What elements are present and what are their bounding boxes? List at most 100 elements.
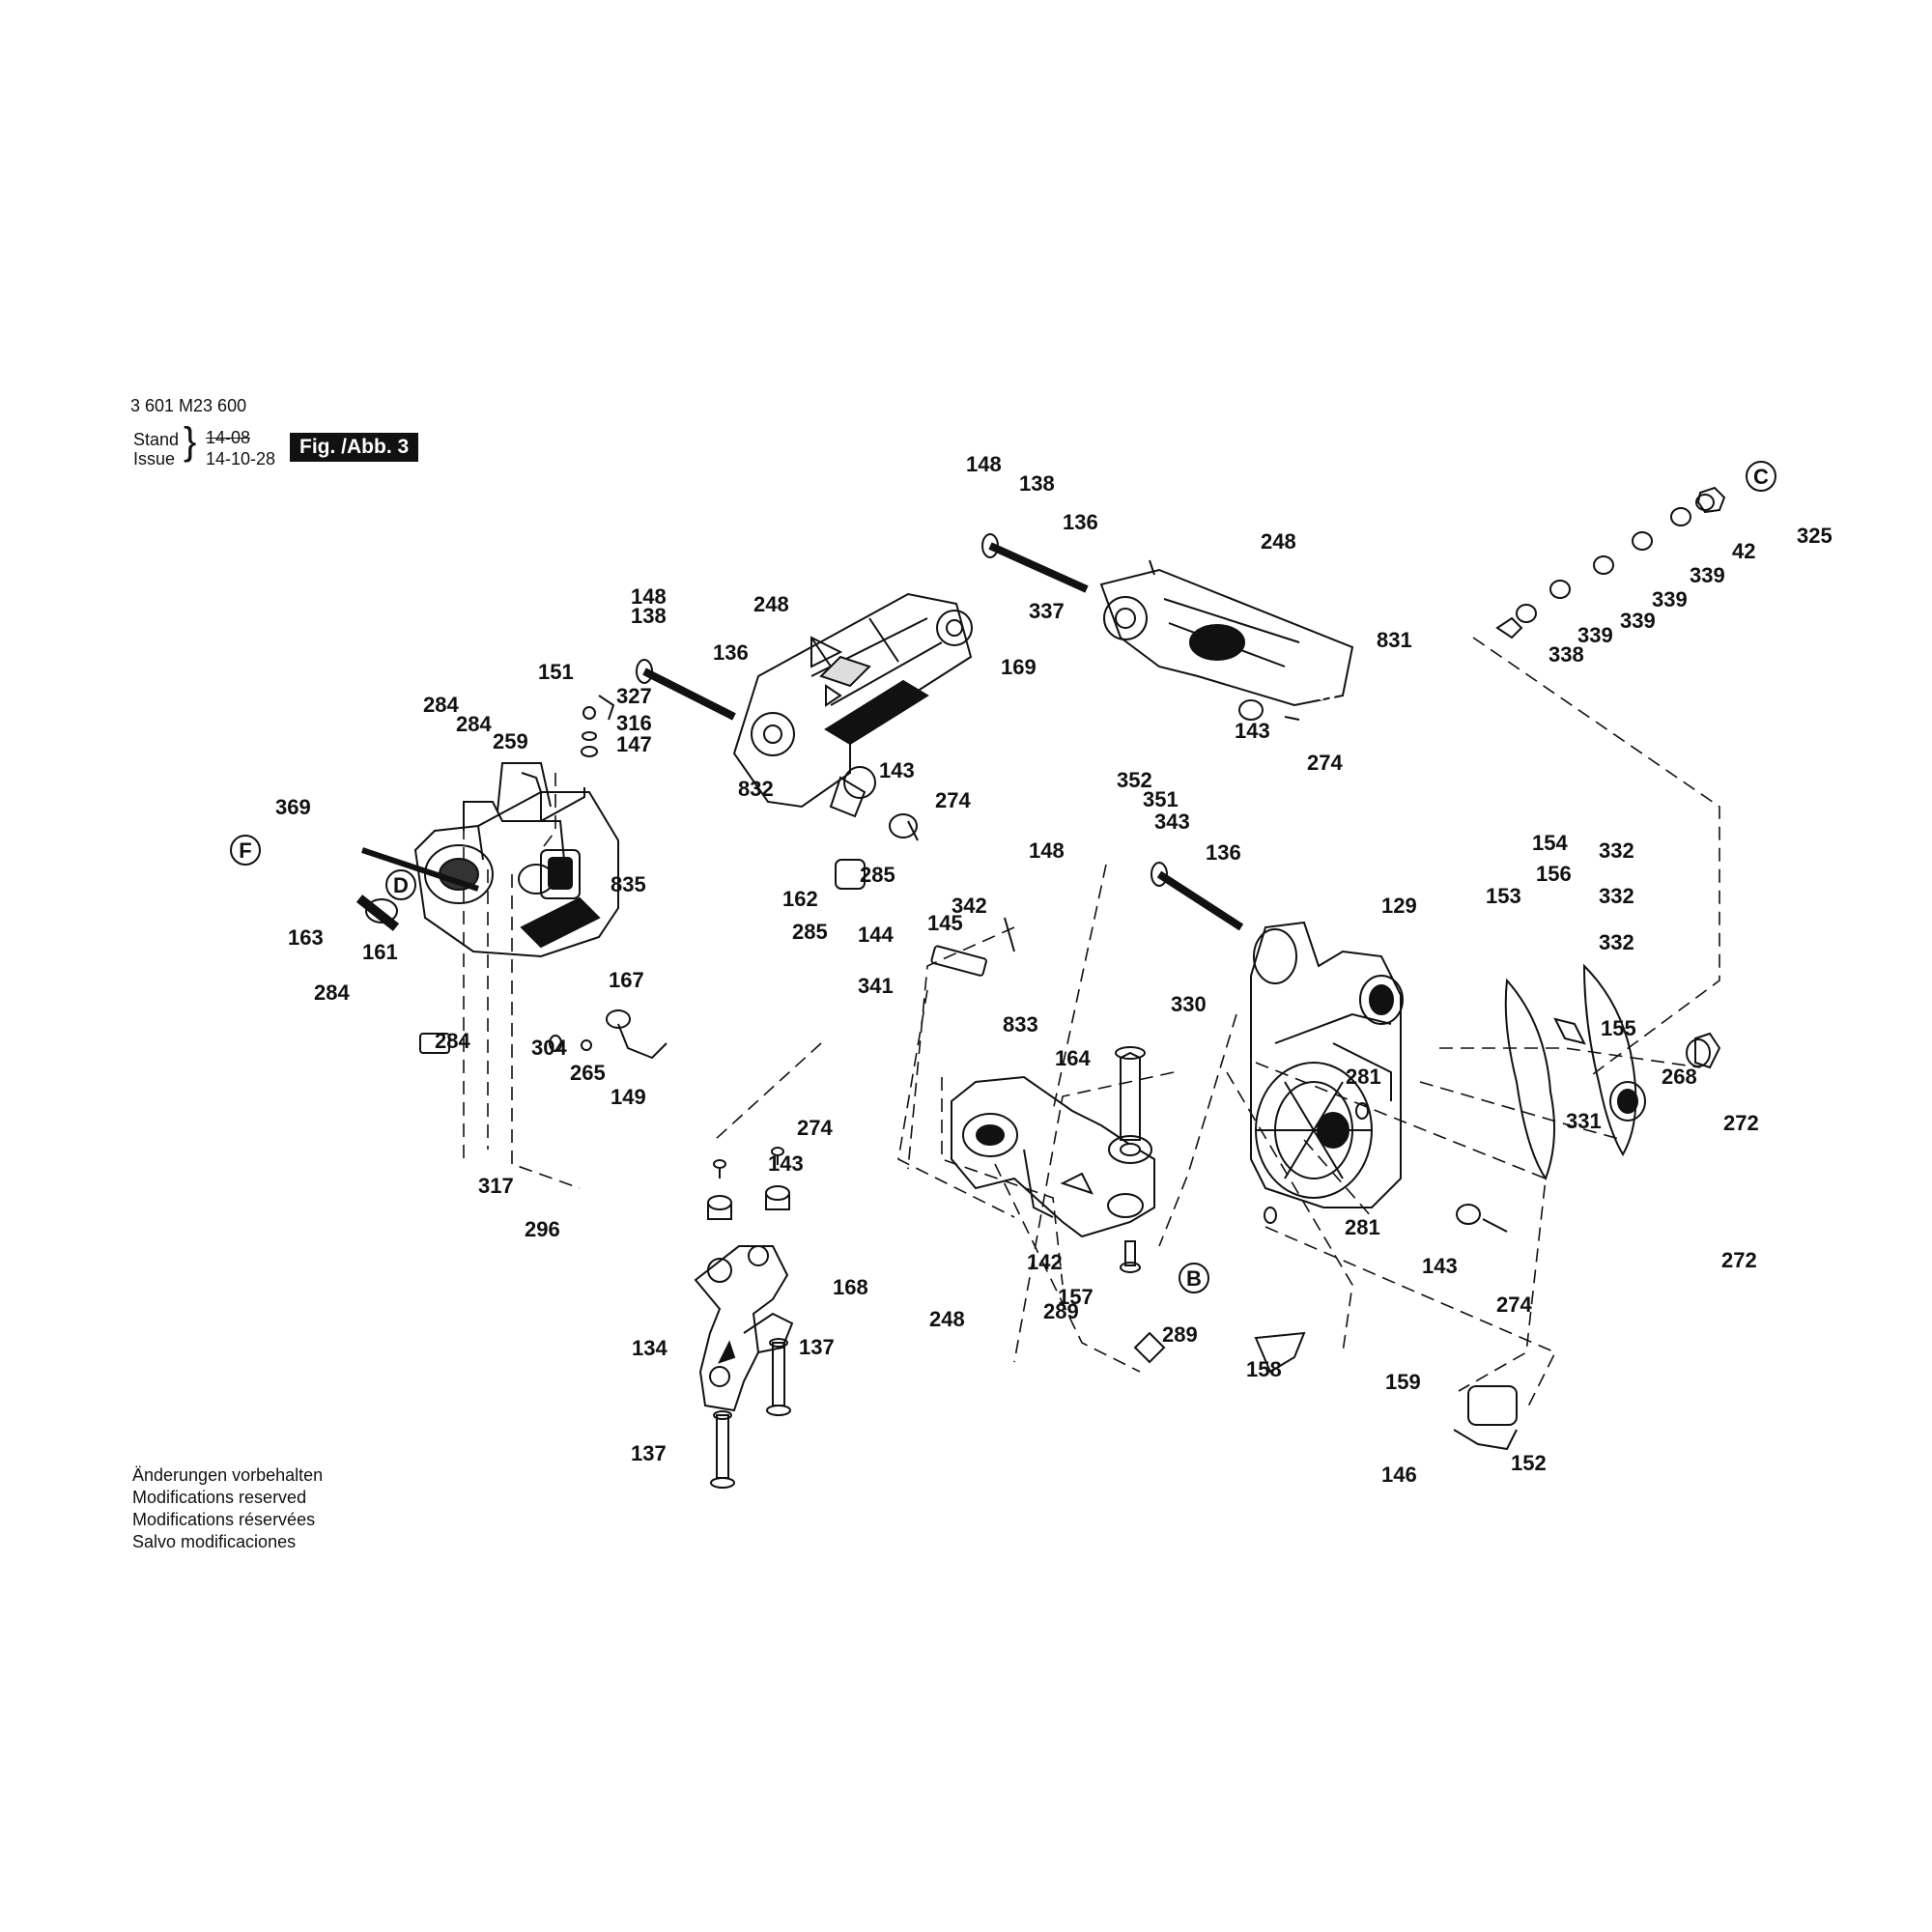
part-number-callout: 330: [1171, 992, 1207, 1016]
part-number-callout: 143: [1422, 1254, 1458, 1278]
part-number-callout: 833: [1003, 1012, 1038, 1037]
part-number-callout: 272: [1721, 1248, 1757, 1272]
part-number-callout: 331: [1566, 1109, 1602, 1133]
part-number-callout: 152: [1511, 1451, 1547, 1475]
part-number-callout: 137: [631, 1441, 667, 1465]
issue-label: Issue: [133, 449, 176, 469]
reference-circle-b: [1179, 1263, 1209, 1293]
brace: }: [184, 420, 197, 463]
part-number-callout: 265: [570, 1061, 606, 1085]
part-number-callout: 369: [275, 795, 311, 819]
part-number-callout: 168: [833, 1275, 868, 1299]
issue-value: 14-10-28: [206, 449, 276, 469]
part-number-callout: 289: [1162, 1322, 1198, 1347]
part-number-callout: 339: [1620, 609, 1656, 633]
part-number-callout: 144: [858, 923, 894, 947]
part-number-callout: 281: [1346, 1065, 1381, 1089]
part-number-callout: 272: [1723, 1111, 1759, 1135]
part-number-callout: 831: [1377, 628, 1412, 652]
part-number-callout: 351: [1143, 787, 1179, 811]
disclaimer: Änderungen vorbehalten Modifications res…: [132, 1464, 323, 1553]
part-number-callout: 153: [1486, 884, 1521, 908]
part-number-callout: 339: [1690, 563, 1725, 587]
part-number-callout: 316: [616, 711, 652, 735]
part-number-callout: 268: [1662, 1065, 1697, 1089]
part-number-callout: 159: [1385, 1370, 1421, 1394]
part-number-callout: 154: [1532, 831, 1568, 855]
reference-label-b: B: [1186, 1266, 1202, 1291]
part-number-callout: 136: [713, 640, 749, 665]
disclaimer-line: Modifications reserved: [132, 1488, 307, 1507]
reference-label-d: D: [393, 873, 409, 897]
part-number-callout: 343: [1154, 810, 1190, 834]
part-number-callout: 145: [927, 911, 963, 935]
part-number-callout: 169: [1001, 655, 1037, 679]
reference-circle-f: [230, 835, 261, 866]
reference-label-f: F: [239, 838, 251, 863]
reference-circle-d: [385, 869, 416, 900]
part-number-callout: 317: [478, 1174, 514, 1198]
part-number-callout: 332: [1599, 838, 1634, 863]
part-number-callout: 156: [1536, 862, 1572, 886]
part-number-callout: 142: [1027, 1250, 1063, 1274]
part-number-callout: 284: [435, 1029, 470, 1053]
part-number-callout: 339: [1577, 623, 1613, 647]
reference-label-c: C: [1753, 465, 1769, 489]
part-number-callout: 341: [858, 974, 894, 998]
bosch-logo-text: BOSCH: [1254, 659, 1340, 710]
part-number-callout: 274: [935, 788, 971, 812]
part-number-callout: 148: [966, 452, 1002, 476]
part-number-callout: 259: [493, 729, 528, 753]
part-number-callout: 138: [631, 604, 667, 628]
part-number-callout: 304: [531, 1036, 567, 1060]
part-number-callout: 157: [1058, 1285, 1094, 1309]
part-number-callout: 332: [1599, 884, 1634, 908]
stand-value: 14-08: [206, 428, 251, 447]
part-number-callout: 167: [609, 968, 644, 992]
part-number-callout: 155: [1601, 1016, 1636, 1040]
part-number-callout: 138: [1019, 471, 1055, 496]
part-number-callout: 281: [1345, 1215, 1380, 1239]
figure-label: Fig. /Abb. 3: [290, 433, 419, 462]
part-number-callout: 274: [1307, 751, 1343, 775]
part-number-callout: 289: [1043, 1299, 1079, 1323]
part-number-callout: 164: [1055, 1046, 1091, 1070]
part-number-callout: 342: [952, 894, 987, 918]
part-number-callout: 143: [879, 758, 915, 782]
part-number-callout: 274: [1496, 1293, 1532, 1317]
document-number: 3 601 M23 600: [130, 396, 247, 415]
part-number-callout: 163: [288, 925, 324, 950]
part-number-callout: 161: [362, 940, 398, 964]
part-number-callout: 284: [423, 693, 459, 717]
part-number-callout: 832: [738, 777, 774, 801]
callout-labels: 148138136248C325423393393393393388313371…: [230, 452, 1833, 1487]
part-number-callout: 327: [616, 684, 652, 708]
part-number-callout: 338: [1548, 642, 1584, 667]
part-number-callout: 332: [1599, 930, 1634, 954]
disclaimer-line: Modifications réservées: [132, 1510, 316, 1529]
part-number-callout: 284: [456, 712, 492, 736]
part-number-callout: 162: [782, 887, 818, 911]
part-number-callout: 136: [1063, 510, 1098, 534]
part-number-callout: 137: [799, 1335, 835, 1359]
disclaimer-line: Salvo modificaciones: [132, 1532, 297, 1551]
reference-circle-c: [1746, 461, 1776, 492]
part-number-callout: 147: [616, 732, 652, 756]
part-number-callout: 129: [1381, 894, 1417, 918]
part-number-callout: 146: [1381, 1463, 1417, 1487]
part-number-callout: 151: [538, 660, 574, 684]
part-number-callout: 274: [797, 1116, 833, 1140]
part-number-callout: 835: [611, 872, 646, 896]
disclaimer-line: Änderungen vorbehalten: [132, 1465, 324, 1485]
part-number-callout: 143: [768, 1151, 804, 1176]
part-number-callout: 339: [1652, 587, 1688, 611]
part-number-callout: 337: [1029, 599, 1065, 623]
part-number-callout: 136: [1206, 840, 1241, 865]
part-number-callout: 352: [1117, 768, 1152, 792]
part-number-callout: 248: [753, 592, 789, 616]
part-number-callout: 148: [631, 584, 667, 609]
part-number-callout: 134: [632, 1336, 668, 1360]
part-number-callout: 325: [1797, 524, 1833, 548]
part-number-callout: 158: [1246, 1357, 1282, 1381]
